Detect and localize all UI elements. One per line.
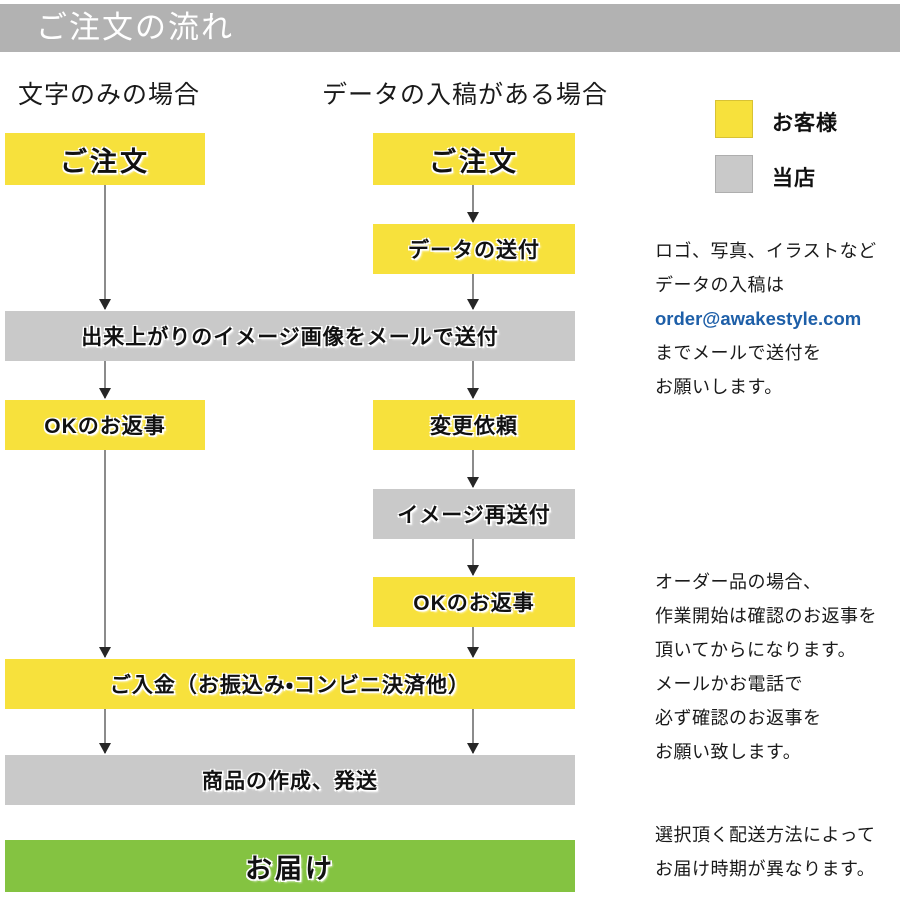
flow-box-change-request[interactable]: 変更依頼 (373, 400, 575, 450)
flow-box-left-order[interactable]: ご注文 (5, 133, 205, 185)
note-line: 必ず確認のお返事を (655, 708, 822, 728)
legend-label-shop: 当店 (772, 167, 816, 190)
note-data-submission: ロゴ、写真、イラストなど データの入稿は order@awakestyle.co… (655, 234, 877, 404)
flow-bar-label: 商品の作成、発送 (202, 770, 378, 793)
flow-bar-label: 出来上がりのイメージ画像をメールで送付 (81, 326, 499, 349)
arrow-left-ok-to-payment (99, 450, 111, 658)
arrow-right-senddata-to-image (467, 274, 479, 310)
note-line: データの入稿は (655, 275, 785, 295)
note-line: メールかお電話で (655, 674, 803, 694)
flow-box-label: OKのお返事 (44, 415, 166, 438)
note-line: お願い致します。 (655, 742, 802, 762)
page-title: ご注文の流れ (36, 10, 234, 45)
note-line: までメールで送付を (655, 343, 822, 363)
arrow-right-ok-to-payment (467, 627, 479, 658)
flow-bar-label: お届け (245, 853, 335, 884)
flow-box-label: OKのお返事 (413, 592, 535, 615)
flow-bar-make-ship[interactable]: 商品の作成、発送 (5, 755, 575, 805)
arrow-right-order-to-senddata (467, 185, 479, 223)
note-line: ロゴ、写真、イラストなど (655, 241, 877, 261)
flow-box-label: イメージ再送付 (397, 504, 551, 527)
flow-box-label: ご注文 (429, 146, 519, 177)
arrow-left-payment-to-ship (99, 709, 111, 754)
arrow-right-change-to-resend (467, 450, 479, 488)
legend-swatch-shop (715, 155, 753, 193)
header-bar (0, 4, 900, 52)
column-caption-text-only: 文字のみの場合 (18, 81, 201, 109)
flow-box-right-ok-reply[interactable]: OKのお返事 (373, 577, 575, 627)
flow-box-label: ご注文 (60, 146, 150, 177)
flow-box-send-data[interactable]: データの送付 (373, 224, 575, 274)
legend-swatch-customer (715, 100, 753, 138)
legend-label-customer: お客様 (772, 112, 838, 135)
note-line: 頂いてからになります。 (655, 640, 857, 660)
flow-bar-label: ご入金（お振込み・コンビニ決済他） (109, 674, 471, 697)
arrow-right-image-to-change (467, 361, 479, 399)
flow-box-resend-image[interactable]: イメージ再送付 (373, 489, 575, 539)
arrow-right-payment-to-ship (467, 709, 479, 754)
flow-box-label: データの送付 (408, 239, 540, 262)
note-confirmation: オーダー品の場合、 作業開始は確認のお返事を 頂いてからになります。 メールかお… (655, 565, 877, 769)
note-line: オーダー品の場合、 (655, 572, 822, 592)
note-line: お願いします。 (655, 377, 783, 397)
flow-bar-delivery[interactable]: お届け (5, 840, 575, 892)
note-line: お届け時期が異なります。 (655, 859, 876, 879)
note-line: 作業開始は確認のお返事を (655, 606, 877, 626)
arrow-left-order-to-image (99, 185, 111, 310)
flow-box-left-ok-reply[interactable]: OKのお返事 (5, 400, 205, 450)
flow-box-right-order[interactable]: ご注文 (373, 133, 575, 185)
note-line: 選択頂く配送方法によって (655, 825, 876, 845)
note-shipping: 選択頂く配送方法によって お届け時期が異なります。 (655, 818, 876, 886)
column-caption-with-data: データの入稿がある場合 (322, 81, 609, 109)
flow-bar-payment[interactable]: ご入金（お振込み・コンビニ決済他） (5, 659, 575, 709)
flow-bar-send-image-mail[interactable]: 出来上がりのイメージ画像をメールで送付 (5, 311, 575, 361)
arrow-right-resend-to-ok (467, 539, 479, 576)
flow-box-label: 変更依頼 (430, 415, 518, 438)
email-link[interactable]: order@awakestyle.com (655, 308, 862, 329)
arrow-left-image-to-ok (99, 361, 111, 399)
